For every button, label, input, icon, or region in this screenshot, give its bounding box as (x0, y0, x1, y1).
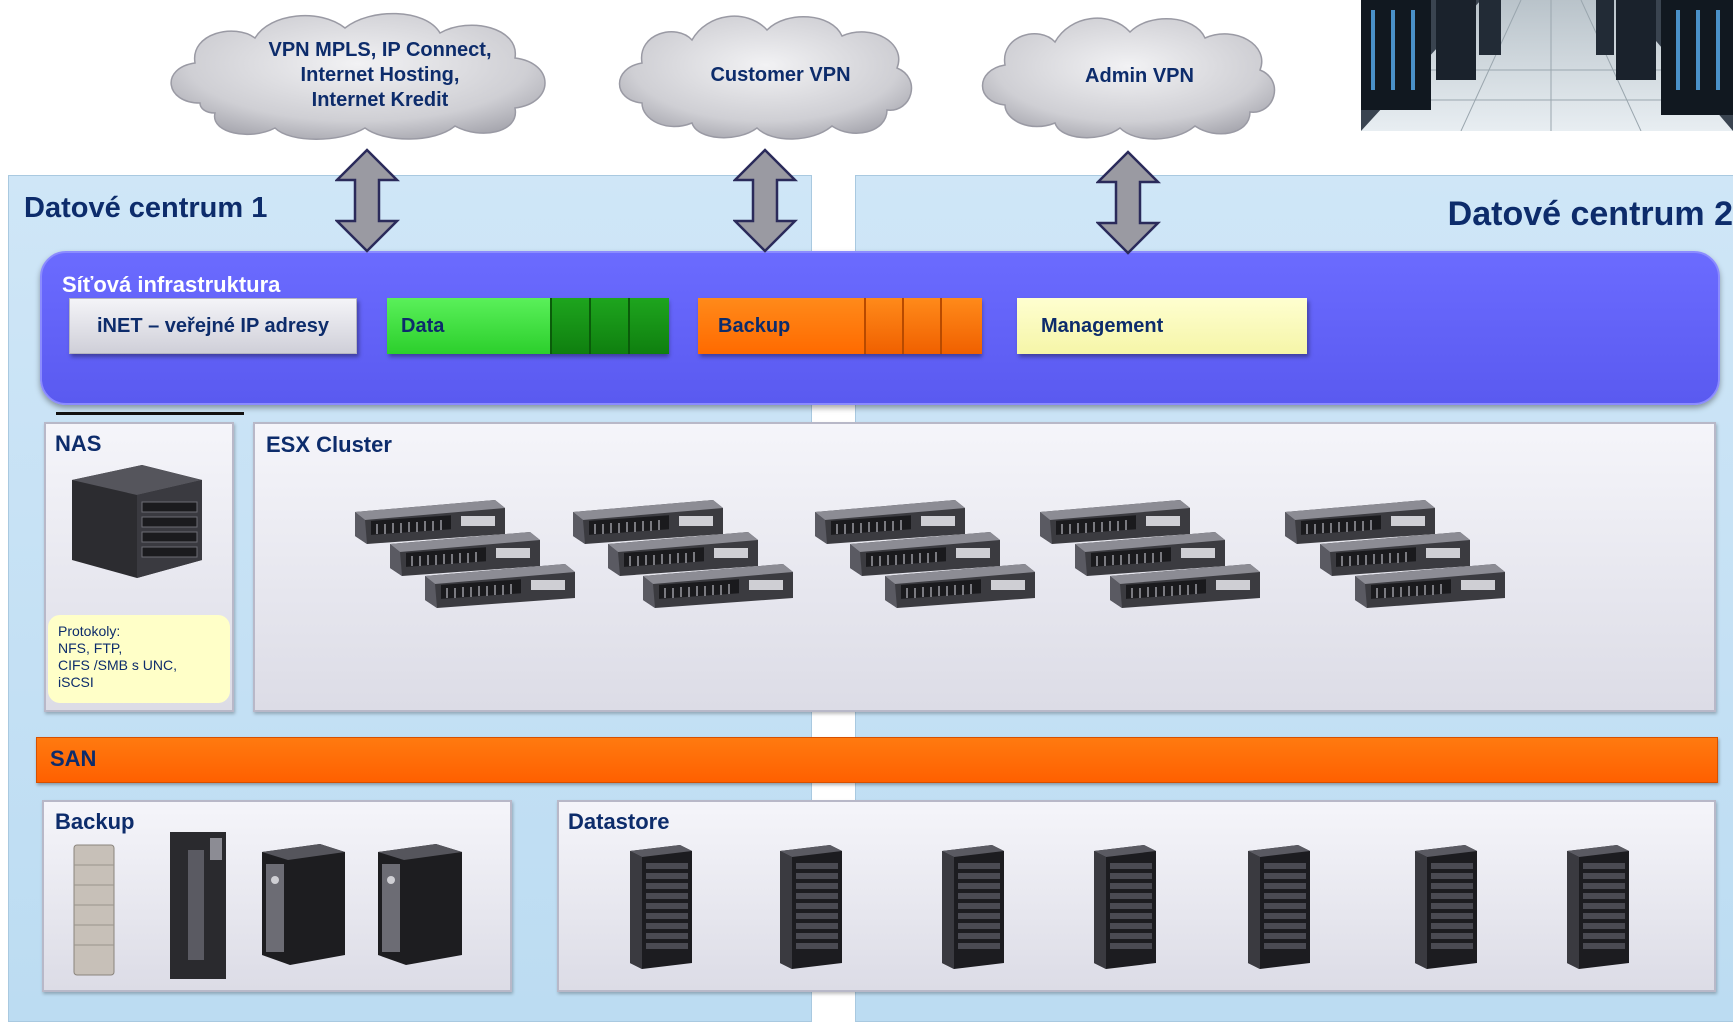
datacenter-1-title: Datové centrum 1 (24, 192, 268, 224)
nas-protocols-text: Protokoly: NFS, FTP, CIFS /SMB s UNC, iS… (58, 623, 178, 690)
datacenter-2-title: Datové centrum 2 (1447, 195, 1733, 233)
cloud-customer-vpn: Customer VPN (612, 8, 917, 143)
arrow-admin-vpn (1096, 150, 1161, 255)
nas-divider (56, 412, 244, 415)
datacenter-photo (1361, 0, 1733, 131)
segment-backup-label: Backup (718, 314, 791, 337)
segment-backup-vlan-2 (902, 298, 942, 354)
cloud-admin-vpn: Admin VPN (975, 10, 1280, 143)
san-band (36, 737, 1718, 783)
arrow-customer-vpn (733, 148, 798, 253)
segment-data: Data (387, 298, 669, 354)
nas-protocols-box: Protokoly: NFS, FTP, CIFS /SMB s UNC, iS… (48, 615, 230, 703)
segment-data-vlan-1 (550, 298, 591, 354)
segment-backup-vlan-1 (864, 298, 904, 354)
esx-cluster-title: ESX Cluster (266, 432, 392, 457)
cloud-admin-vpn-label: Admin VPN (1085, 65, 1194, 87)
segment-inet-label: iNET – veřejné IP adresy (97, 314, 329, 337)
segment-backup: Backup (698, 298, 982, 354)
segment-data-vlan-2 (589, 298, 630, 354)
backup-devices (73, 832, 462, 979)
nas-device-icon (72, 465, 202, 578)
tower-server-icon-1 (262, 844, 345, 965)
cloud-customer-vpn-label: Customer VPN (710, 64, 851, 86)
esx-servers (350, 490, 1520, 630)
datastore-title: Datastore (568, 809, 670, 834)
segment-data-label: Data (401, 314, 445, 337)
cloud-vpn-mpls: VPN MPLS, IP Connect, Internet Hosting, … (160, 8, 560, 143)
segment-management-label: Management (1041, 314, 1164, 337)
tower-server-icon-2 (378, 844, 462, 965)
tape-library-icon (73, 844, 115, 976)
segment-backup-vlan-3 (940, 298, 982, 354)
segment-inet: iNET – veřejné IP adresy (69, 298, 357, 354)
datastore-racks (630, 845, 1629, 969)
san-title: SAN (50, 746, 97, 771)
nas-title: NAS (55, 431, 102, 456)
network-infrastructure-title: Síťová infrastruktura (62, 272, 281, 297)
backup-rack-icon (170, 832, 226, 979)
backup-title: Backup (55, 809, 135, 834)
segment-management: Management (1017, 298, 1307, 354)
arrow-vpn-mpls (335, 148, 400, 253)
segment-data-vlan-3 (628, 298, 669, 354)
cloud-vpn-mpls-label: VPN MPLS, IP Connect, Internet Hosting, … (268, 39, 492, 111)
